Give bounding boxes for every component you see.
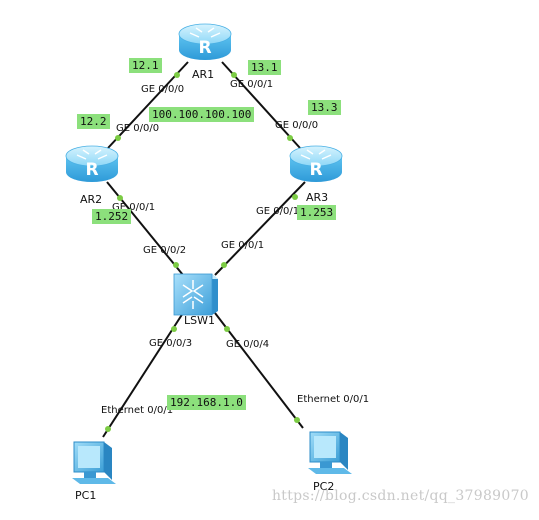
address-tag-lan: 192.168.1.0 (167, 395, 246, 410)
port-label-lsw1-ge001: GE 0/0/1 (221, 240, 265, 251)
port-label-ar3-ge001: GE 0/0/1 (256, 206, 300, 217)
port-dot (115, 135, 121, 141)
svg-text:R: R (198, 38, 211, 58)
device-name-ar2: AR2 (80, 193, 103, 206)
link-lsw1-pc1 (102, 312, 184, 438)
address-tag-13-1: 13.1 (248, 60, 281, 75)
port-dots (105, 72, 300, 432)
port-dot (174, 72, 180, 78)
port-dot (105, 426, 111, 432)
port-label-pc1-eth: Ethernet 0/0/1 (101, 405, 174, 416)
port-dot (221, 262, 227, 268)
watermark: https://blog.csdn.net/qq_37989070 (271, 488, 529, 504)
pc1-icon[interactable] (72, 441, 116, 484)
port-dot (117, 195, 123, 201)
address-tag-1-252: 1.252 (92, 209, 132, 224)
port-dot (287, 135, 293, 141)
device-name-pc2: PC2 (313, 480, 335, 493)
link-lsw1-pc2 (214, 312, 304, 429)
device-name-pc1: PC1 (75, 489, 97, 502)
svg-text:R: R (309, 160, 322, 180)
svg-text:R: R (85, 160, 98, 180)
port-dot (294, 417, 300, 423)
port-label-pc2-eth: Ethernet 0/0/1 (297, 394, 370, 405)
device-name-ar1: AR1 (192, 68, 215, 81)
port-dot (224, 326, 230, 332)
port-label-lsw1-ge003: GE 0/0/3 (149, 338, 193, 349)
address-tag-12-2: 12.2 (77, 114, 110, 129)
port-dot (173, 262, 179, 268)
port-label-lsw1-ge004: GE 0/0/4 (226, 339, 270, 350)
port-label-ar2-ge001: GE 0/0/1 (112, 202, 156, 213)
device-name-ar3: AR3 (306, 191, 329, 204)
router-ar1-icon[interactable]: R (178, 23, 232, 60)
port-label-ar3-ge000: GE 0/0/0 (275, 120, 319, 131)
router-ar2-icon[interactable]: R (65, 145, 119, 182)
port-dot (292, 194, 298, 200)
device-name-lsw1: LSW1 (184, 314, 215, 327)
port-dot (231, 72, 237, 78)
port-label-ar2-ge000: GE 0/0/0 (116, 123, 160, 134)
address-tag-1-253: 1.253 (297, 205, 337, 220)
pc2-icon[interactable] (308, 431, 352, 474)
address-tag-13-3: 13.3 (308, 100, 341, 115)
router-ar3-icon[interactable]: R (289, 145, 343, 182)
port-dot (171, 326, 177, 332)
address-tag-loopback: 100.100.100.100 (149, 107, 255, 122)
switch-lsw1-icon[interactable] (173, 273, 218, 316)
address-tag-12-1: 12.1 (129, 58, 162, 73)
link-ar3-lsw1 (214, 181, 306, 276)
port-label-ar1-ge000: GE 0/0/0 (141, 84, 185, 95)
port-label-lsw1-ge002: GE 0/0/2 (143, 245, 187, 256)
port-label-ar1-ge001: GE 0/0/1 (230, 79, 274, 90)
